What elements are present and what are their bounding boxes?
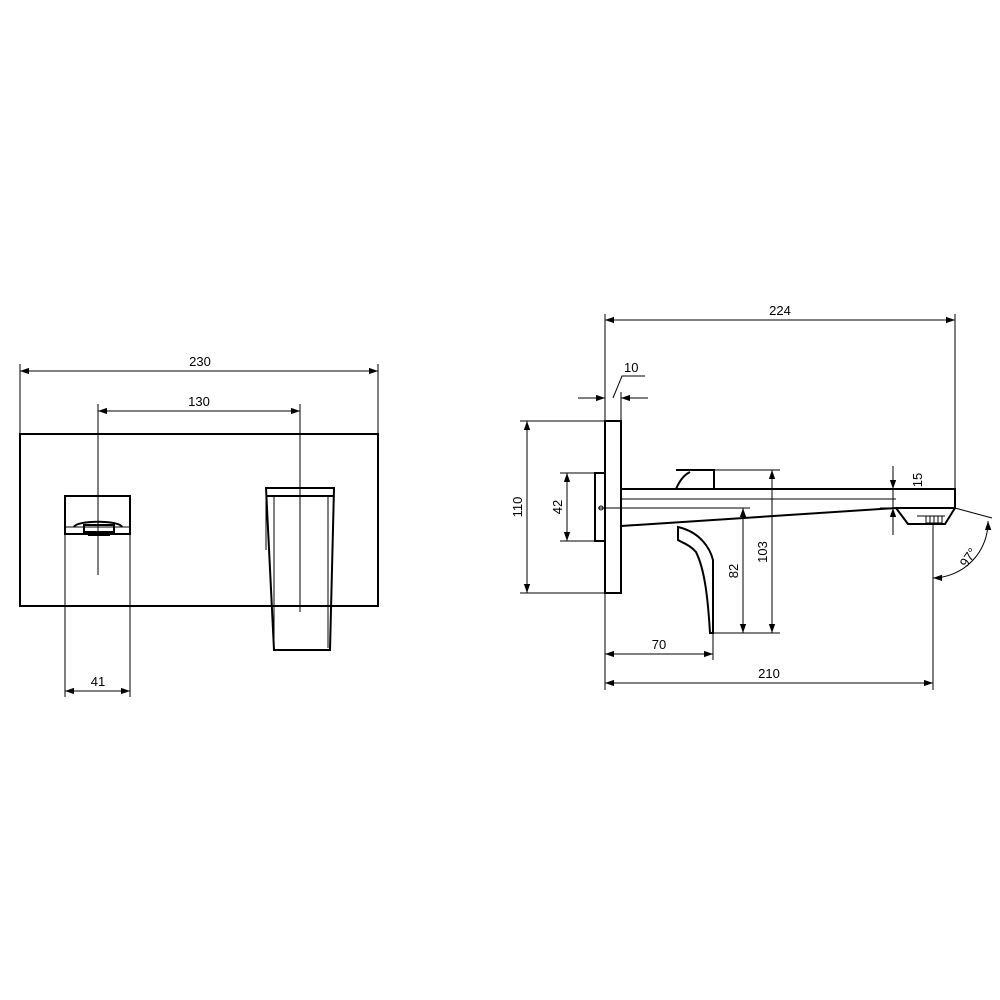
dim-body-height-label: 42 [550,500,565,514]
dim-handle-height-label: 103 [755,541,770,563]
dim-angle-label: 97° [957,545,981,570]
dim-plate-thickness-leader [612,375,645,399]
side-body [594,472,606,542]
dim-spout-reach-label: 210 [758,666,780,681]
side-handle [675,469,715,634]
dim-plate-thickness-label: 10 [624,360,638,375]
dim-angle-arc [932,520,992,581]
dim-spout-width-label: 41 [91,674,105,689]
dim-handle-offset-label: 70 [652,637,666,652]
dim-spout-tip-label: 15 [910,473,925,487]
dim-outlet-height-label: 82 [726,564,741,578]
side-view: 224 10 110 42 82 103 70 210 15 97° [510,303,993,690]
dim-overall-width-label: 230 [189,354,211,369]
front-wall-plate [19,433,379,607]
front-view: 230 130 41 [19,354,379,697]
side-wall-plate [604,420,622,594]
front-handle [264,487,336,651]
dim-plate-height-label: 110 [510,497,525,518]
dim-total-depth-label: 224 [769,303,791,318]
dim-center-distance-label: 130 [188,394,210,409]
